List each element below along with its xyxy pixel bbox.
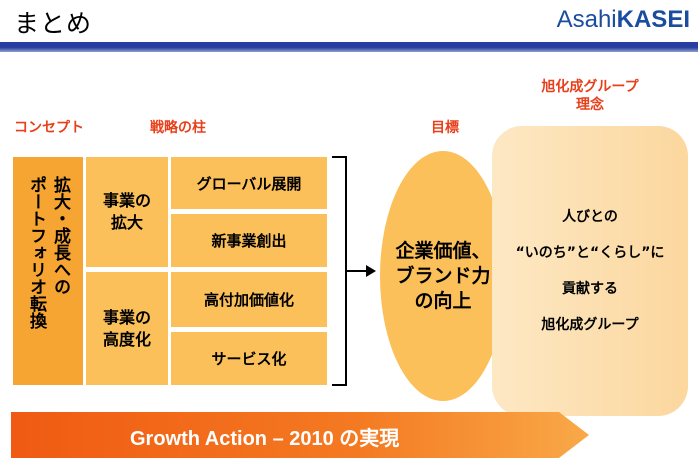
goal-ellipse: 企業価値、 ブランド力 の向上 xyxy=(380,151,506,401)
banner-text: Growth Action – 2010 の実現 xyxy=(130,428,400,450)
label-concept: コンセプト xyxy=(14,120,84,136)
bracket-arrow-icon xyxy=(332,156,376,386)
strategy-high-value: 高付加価値化 xyxy=(171,272,327,327)
strategy-service: サービス化 xyxy=(171,332,327,385)
logo-text-light: Asahi xyxy=(556,6,617,33)
header-divider xyxy=(0,42,698,52)
logo-text-bold: KASEI xyxy=(616,6,690,33)
label-philosophy: 旭化成グループ 理念 xyxy=(541,79,639,113)
label-pillars: 戦略の柱 xyxy=(150,120,206,136)
goal-text: 企業価値、 ブランド力 の向上 xyxy=(395,239,491,312)
philosophy-text: 人びとの “いのち”と“くらし”に 貢献する 旭化成グループ xyxy=(515,209,665,333)
label-goal: 目標 xyxy=(431,120,459,136)
concept-text: 拡大・成長への ポートフォリオ転換 xyxy=(26,176,70,329)
pillar-business-expansion: 事業の 拡大 xyxy=(86,157,168,267)
pillar-business-advancement: 事業の 高度化 xyxy=(86,272,168,385)
company-logo: AsahiKASEI xyxy=(557,6,690,34)
strategy-new-business: 新事業創出 xyxy=(171,214,327,267)
slide-title: まとめ xyxy=(14,9,93,38)
banner-arrow xyxy=(11,412,589,458)
strategy-global-expansion: グローバル展開 xyxy=(171,157,327,209)
concept-box: 拡大・成長への ポートフォリオ転換 xyxy=(13,157,83,385)
philosophy-box: 人びとの “いのち”と“くらし”に 貢献する 旭化成グループ xyxy=(492,126,688,416)
